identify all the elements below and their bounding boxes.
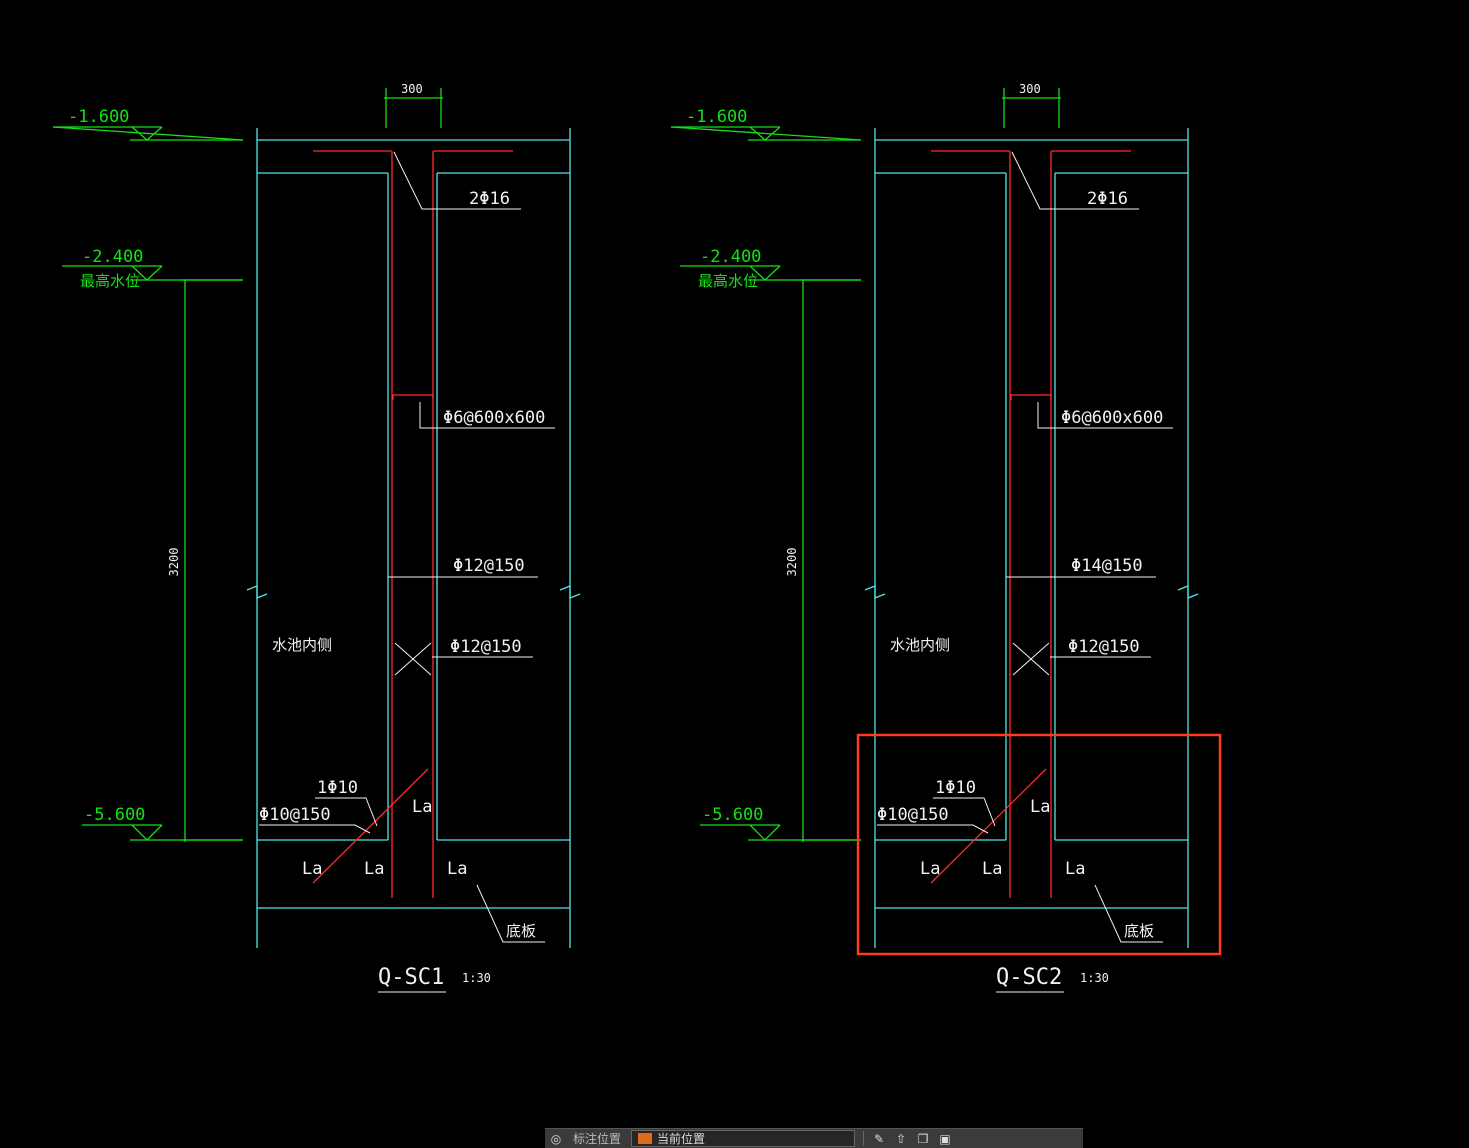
elev-top-leader	[670, 126, 862, 141]
haunch-bars-label: Φ10@150	[877, 805, 949, 825]
la-label-left: La	[302, 859, 322, 879]
break-mark-left	[246, 585, 268, 599]
dim-height-label: 3200	[785, 548, 799, 577]
corner-bar-label: 1Φ10	[317, 778, 358, 798]
highlight-box	[856, 733, 1222, 956]
corner-bar-leader	[315, 797, 378, 827]
cross-mark-b	[394, 642, 432, 676]
elev-bottom-marker	[749, 824, 781, 841]
elev-water-marker	[749, 265, 781, 281]
layer-color-swatch	[638, 1133, 653, 1144]
inner-side-label: 水池内侧	[272, 636, 332, 654]
haunch-bars-label: Φ10@150	[259, 805, 331, 825]
elev-top-label: -1.600	[686, 107, 747, 127]
wall-section-detail-q-sc1: 300 3200 -1.600 -2.400 最高水位 -5.600 2Φ16Φ6@600x…	[52, 82, 581, 993]
water-level-label: 最高水位	[80, 272, 140, 290]
la-label-upper: La	[412, 797, 432, 817]
break-mark-right	[559, 585, 581, 599]
separator	[863, 1131, 865, 1146]
layers-icon[interactable]: ◎	[550, 1131, 562, 1146]
elev-top-leader	[52, 126, 244, 141]
cross-mark-b	[1012, 642, 1050, 676]
dim-height-label: 3200	[167, 548, 181, 577]
haunch-bar	[930, 768, 1047, 884]
haunch-bar	[312, 768, 429, 884]
elev-top-label: -1.600	[68, 107, 129, 127]
status-bar: ◎ 标注位置 当前位置 ✎ ⇧ ❐ ▣	[545, 1128, 1083, 1148]
tie-leader	[1037, 402, 1173, 429]
water-level-label: 最高水位	[698, 272, 758, 290]
top-bars-label: 2Φ16	[469, 189, 510, 209]
top-bar-leader	[393, 151, 521, 210]
detail-scale: 1:30	[462, 971, 491, 985]
break-mark-left	[864, 585, 886, 599]
layer-label: 标注位置	[573, 1132, 622, 1146]
la-label-middle: La	[982, 859, 1002, 879]
vert-bars-label: Φ12@150	[450, 637, 522, 657]
elev-bottom-marker	[131, 824, 163, 841]
top-bars-label: 2Φ16	[1087, 189, 1128, 209]
upload-icon[interactable]: ⇧	[895, 1131, 907, 1146]
corner-bar-leader	[933, 797, 996, 827]
elev-bottom-label: -5.600	[84, 805, 145, 825]
base-slab-leader	[476, 884, 545, 943]
save-icon[interactable]: ▣	[939, 1131, 951, 1146]
dim-width-label: 300	[1019, 82, 1041, 96]
elev-top-marker	[749, 126, 781, 141]
elev-water-label: -2.400	[82, 247, 143, 267]
haunch-bars-leader	[259, 824, 371, 834]
detail-title: Q-SC2	[996, 965, 1062, 990]
la-label-middle: La	[364, 859, 384, 879]
tie-hook	[392, 394, 434, 400]
la-label-left: La	[920, 859, 940, 879]
elev-water-marker	[131, 265, 163, 281]
base-slab-label: 底板	[1124, 922, 1154, 940]
detail-title: Q-SC1	[378, 965, 444, 990]
wall-section-detail-q-sc2: 300 3200 -1.600 -2.400 最高水位 -5.600 2Φ16Φ6@600x…	[670, 82, 1199, 993]
la-label-upper: La	[1030, 797, 1050, 817]
horiz-bars-label: Φ14@150	[1071, 556, 1143, 576]
la-label-right: La	[447, 859, 467, 879]
break-mark-right	[1177, 585, 1199, 599]
corner-bar-label: 1Φ10	[935, 778, 976, 798]
elev-top-marker	[131, 126, 163, 141]
horiz-bars-label: Φ12@150	[453, 556, 525, 576]
copy-icon[interactable]: ❐	[917, 1131, 929, 1146]
haunch-bars-leader	[877, 824, 989, 834]
tie-bars-label: Φ6@600x600	[443, 408, 545, 428]
dim-width-label: 300	[401, 82, 423, 96]
current-layer-dropdown[interactable]: 当前位置	[631, 1130, 856, 1147]
vert-bars-label: Φ12@150	[1068, 637, 1140, 657]
tie-hook	[1010, 394, 1052, 400]
tie-leader	[419, 402, 555, 429]
pencil-icon[interactable]: ✎	[873, 1131, 885, 1146]
elev-bottom-label: -5.600	[702, 805, 763, 825]
base-slab-label: 底板	[506, 922, 536, 940]
top-bar-leader	[1011, 151, 1139, 210]
current-layer-text: 当前位置	[657, 1132, 706, 1146]
base-slab-leader	[1094, 884, 1163, 943]
tie-bars-label: Φ6@600x600	[1061, 408, 1163, 428]
elev-water-label: -2.400	[700, 247, 761, 267]
detail-scale: 1:30	[1080, 971, 1109, 985]
la-label-right: La	[1065, 859, 1085, 879]
inner-side-label: 水池内侧	[890, 636, 950, 654]
